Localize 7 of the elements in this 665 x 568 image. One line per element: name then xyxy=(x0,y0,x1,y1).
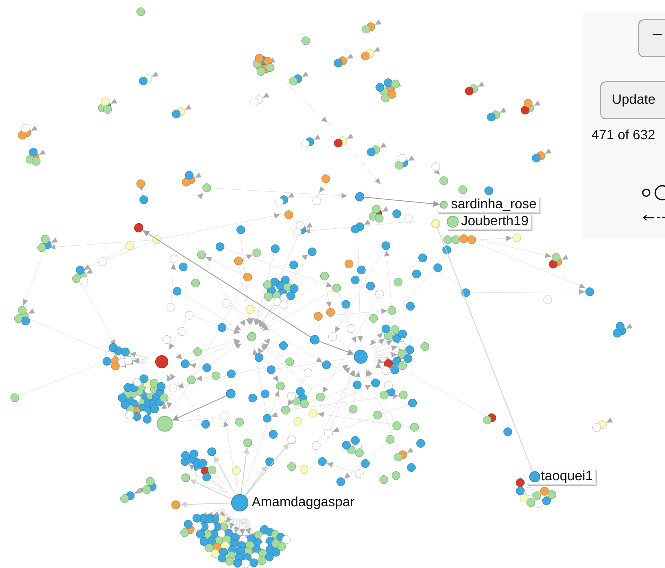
name-tag: Jouberth19 xyxy=(447,214,533,232)
node-label: Amamdaggaspar xyxy=(252,496,355,510)
name-tag: sardinha_rose xyxy=(437,197,541,214)
name-tag: taoquei1 xyxy=(527,469,597,486)
status-text: 471 of 632 xyxy=(592,130,655,140)
update-button: Update xyxy=(600,82,665,120)
minus-button: − xyxy=(638,20,665,58)
